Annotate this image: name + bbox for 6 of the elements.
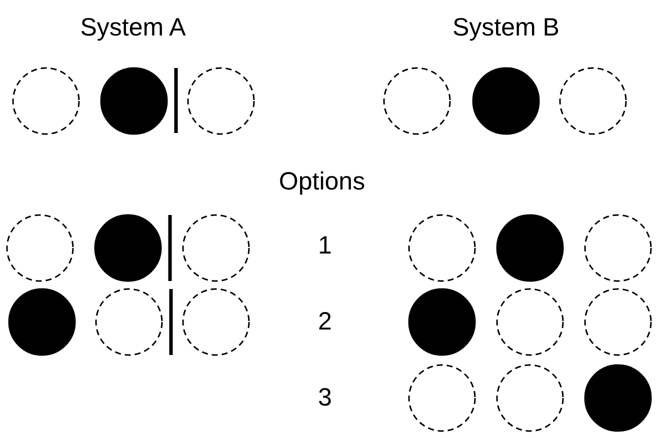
heading: Options <box>278 170 366 194</box>
heading: System B <box>452 16 560 40</box>
option-number: 2 <box>318 310 332 334</box>
option-number: 3 <box>318 386 332 410</box>
option-number: 1 <box>318 234 332 258</box>
heading: System A <box>80 16 186 40</box>
